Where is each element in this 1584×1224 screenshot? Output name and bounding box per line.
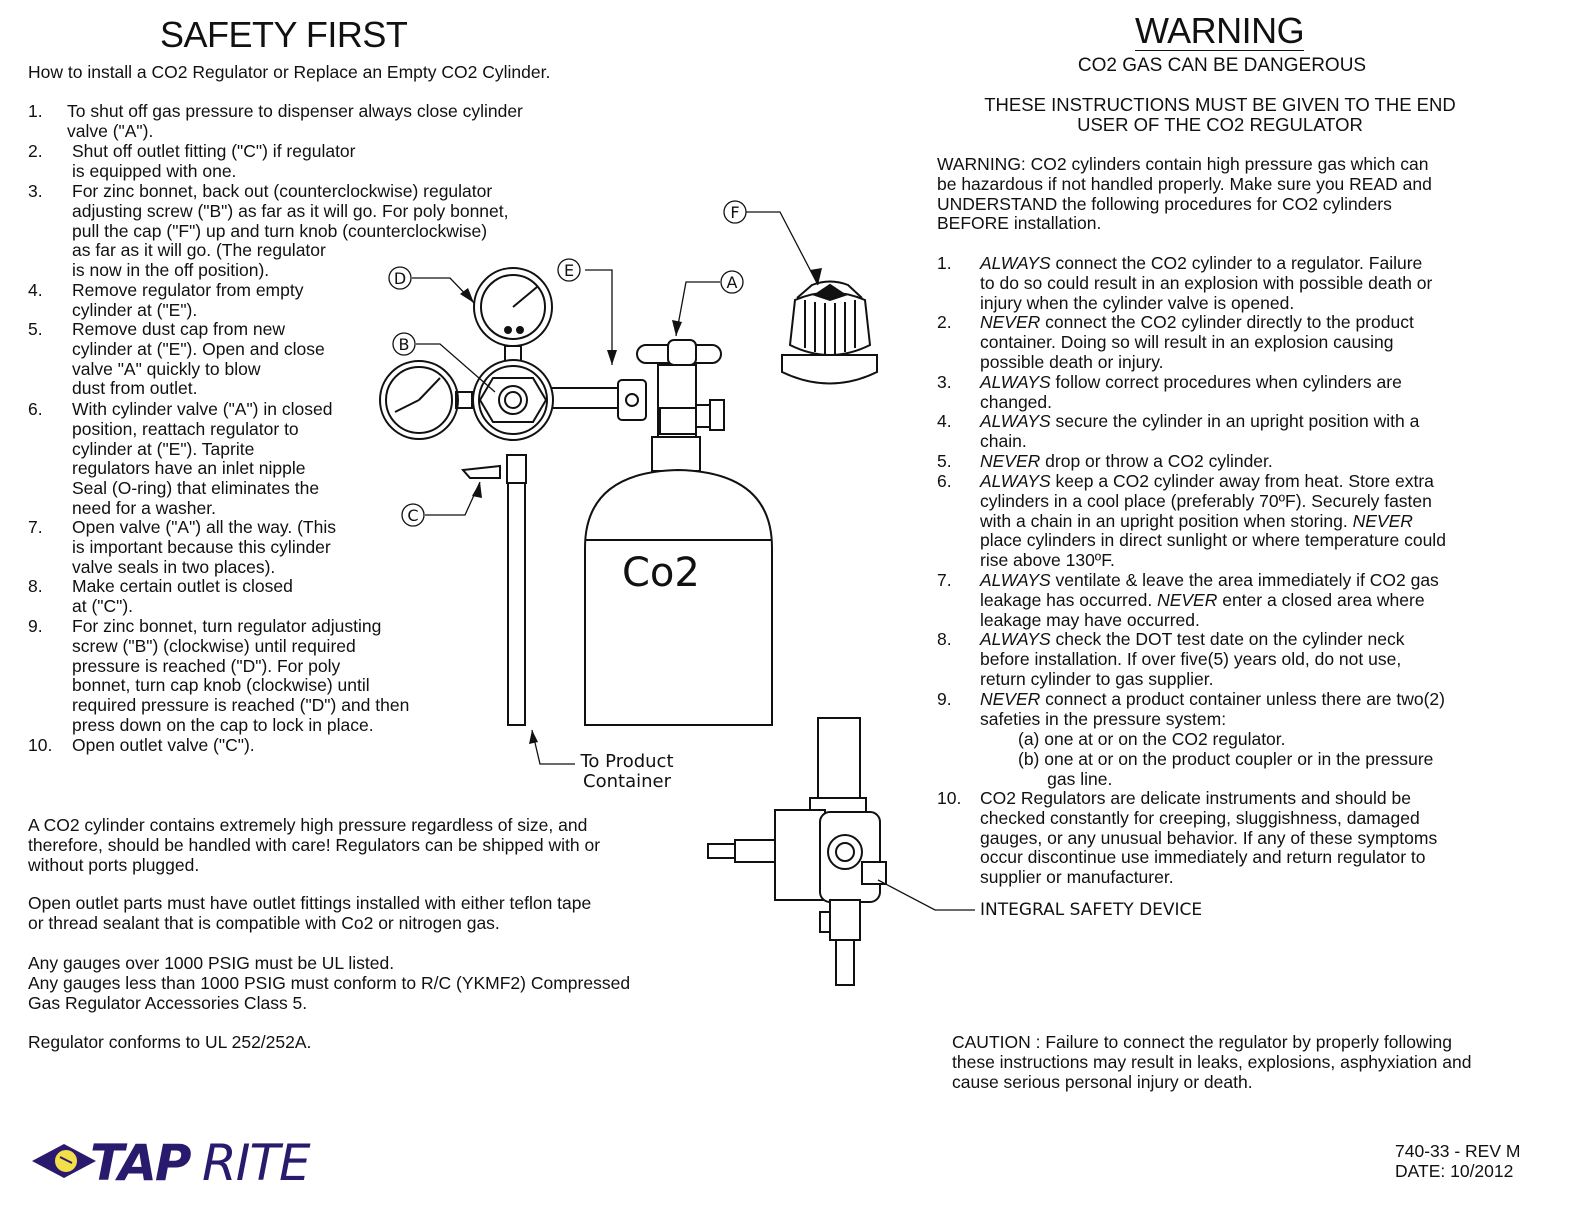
item-text: connect the CO2 cylinder to a regulator.…	[980, 253, 1433, 313]
step-text: Make certain outlet is closed at ("C").	[72, 576, 293, 616]
callout-label: C	[407, 506, 418, 525]
safety-title: SAFETY FIRST	[160, 14, 408, 55]
item-number: 1.	[937, 253, 952, 273]
cylinder-label: Co2	[622, 550, 700, 596]
warning-title: WARNING	[1135, 10, 1305, 51]
step-number: 6.	[28, 399, 43, 419]
step-number: 9.	[28, 616, 43, 636]
item-text: follow correct procedures when cylinders…	[980, 372, 1402, 412]
item-text: keep a CO2 cylinder away from heat. Stor…	[980, 471, 1434, 531]
emphasis: ALWAYS	[980, 253, 1051, 273]
step-number: 4.	[28, 280, 43, 300]
sub-item: (b) one at or on the product coupler or …	[1018, 749, 1434, 789]
callout-a	[720, 270, 744, 294]
callout-label: D	[394, 269, 406, 288]
emphasis: NEVER	[980, 689, 1041, 709]
taprite-logo: TAP RITE	[30, 1134, 360, 1192]
item-text: ventilate & leave the area immediately i…	[980, 570, 1439, 610]
poly-bonnet-knob	[781, 280, 878, 385]
emphasis: ALWAYS	[980, 411, 1051, 431]
callout-label: A	[727, 273, 738, 292]
item-text: CO2 Regulators are delicate instruments …	[980, 788, 1438, 888]
svg-text:RITE: RITE	[202, 1136, 311, 1186]
end-user-notice: THESE INSTRUCTIONS MUST BE GIVEN TO THE …	[984, 94, 1456, 135]
emphasis: NEVER	[980, 451, 1041, 471]
product-container-label: To Product Container	[580, 751, 674, 792]
document-date: DATE: 10/2012	[1395, 1161, 1514, 1181]
item-text: check the DOT test date on the cylinder …	[980, 629, 1405, 689]
conformance-paragraph: Regulator conforms to UL 252/252A.	[28, 1032, 312, 1052]
safety-device-label: INTEGRAL SAFETY DEVICE	[980, 900, 1203, 920]
callout-label: B	[399, 335, 410, 354]
emphasis: ALWAYS	[980, 629, 1051, 649]
callout-e	[557, 258, 581, 282]
step-text: For zinc bonnet, turn regulator adjustin…	[72, 616, 410, 735]
outlet-paragraph: Open outlet parts must have outlet fitti…	[28, 893, 592, 933]
callout-label: E	[564, 261, 574, 280]
item-text: drop or throw a CO2 cylinder.	[1040, 451, 1273, 471]
item-number: 9.	[937, 689, 952, 709]
item-number: 2.	[937, 312, 952, 332]
callout-label: F	[730, 203, 739, 222]
warning-subtitle: CO2 GAS CAN BE DANGEROUS	[1077, 55, 1367, 76]
item-text: connect a product container unless there…	[980, 689, 1445, 729]
step-number: 8.	[28, 576, 43, 596]
safety-subtitle: How to install a CO2 Regulator or Replac…	[28, 62, 551, 82]
step-number: 7.	[28, 517, 43, 537]
step-number: 1.	[28, 101, 43, 121]
step-text: With cylinder valve ("A") in closed posi…	[72, 399, 333, 518]
side-regulator	[707, 717, 887, 986]
cylinder-valve	[636, 339, 725, 438]
step-text: Remove dust cap from new cylinder at ("E…	[72, 319, 325, 399]
item-number: 6.	[937, 471, 952, 491]
emphasis: ALWAYS	[980, 372, 1051, 392]
step-number: 2.	[28, 141, 43, 161]
item-number: 8.	[937, 629, 952, 649]
handling-paragraph: A CO2 cylinder contains extremely high p…	[28, 815, 601, 875]
callout-b	[392, 332, 416, 356]
item-number: 3.	[937, 372, 952, 392]
document-number: 740-33 - REV M	[1395, 1141, 1521, 1161]
taprite-logo-mark: TAP RITE	[32, 1134, 312, 1192]
emphasis: NEVER	[980, 312, 1041, 332]
emphasis: ALWAYS	[980, 471, 1051, 491]
item-number: 4.	[937, 411, 952, 431]
emphasis: ALWAYS	[980, 570, 1051, 590]
emphasis: NEVER	[1157, 589, 1218, 610]
co2-cylinder	[584, 436, 773, 726]
callout-d	[388, 266, 412, 290]
step-text: Open valve ("A") all the way. (This is i…	[72, 517, 336, 577]
callout-f	[723, 200, 747, 224]
step-text: Remove regulator from empty cylinder at …	[72, 280, 304, 320]
svg-text:TAP: TAP	[90, 1136, 191, 1186]
item-number: 5.	[937, 451, 952, 471]
item-text: secure the cylinder in an upright positi…	[980, 411, 1420, 451]
step-text: Shut off outlet fitting ("C") if regulat…	[72, 141, 356, 181]
step-number: 5.	[28, 319, 43, 339]
callout-c	[401, 503, 425, 527]
caution-text: CAUTION : Failure to connect the regulat…	[952, 1032, 1472, 1092]
step-text: For zinc bonnet, back out (counterclockw…	[72, 181, 509, 281]
item-number: 10.	[937, 788, 962, 808]
warning-intro: WARNING: CO2 cylinders contain high pres…	[937, 154, 1432, 234]
step-text: Open outlet valve ("C").	[72, 735, 255, 755]
gauges-paragraph: Any gauges over 1000 PSIG must be UL lis…	[28, 953, 631, 1013]
item-text: connect the CO2 cylinder directly to the…	[980, 312, 1414, 372]
step-number: 3.	[28, 181, 43, 201]
step-text: To shut off gas pressure to dispenser al…	[67, 101, 523, 141]
item-text: enter a closed area where leakage may ha…	[980, 589, 1425, 630]
item-number: 7.	[937, 570, 952, 590]
emphasis: NEVER	[1352, 510, 1413, 531]
sub-item: (a) one at or on the CO2 regulator.	[1018, 729, 1286, 749]
item-text: place cylinders in direct sunlight or wh…	[980, 530, 1446, 571]
step-number: 10.	[28, 735, 53, 755]
